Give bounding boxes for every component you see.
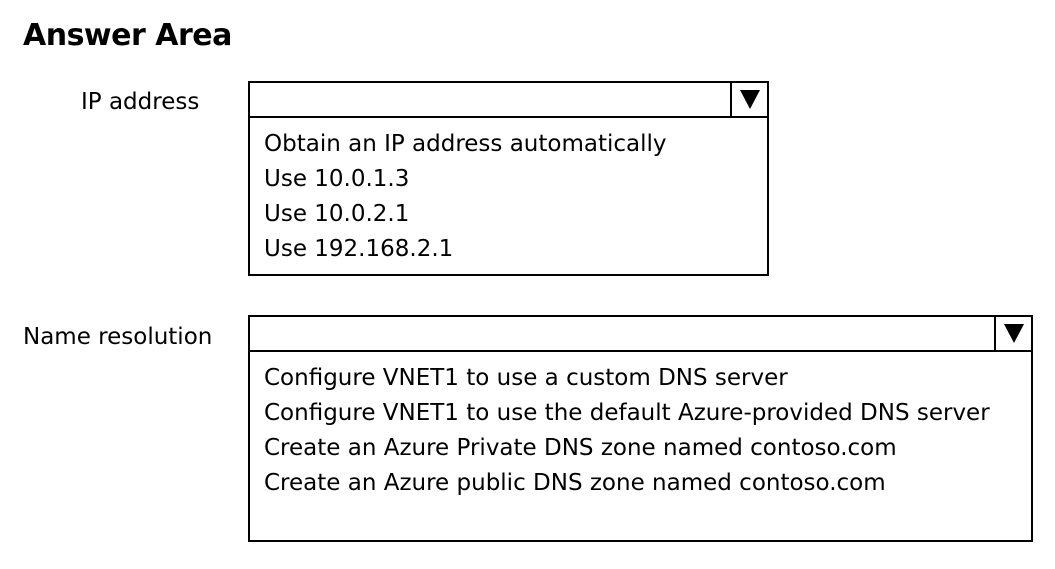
ip-address-select[interactable]: [250, 83, 767, 118]
ip-address-dropdown-toggle[interactable]: [730, 83, 767, 116]
triangle-down-icon: [739, 90, 760, 109]
answer-area-title: Answer Area: [23, 18, 232, 53]
ip-address-options-list: Obtain an IP address automatically Use 1…: [264, 127, 761, 267]
ip-address-option[interactable]: Obtain an IP address automatically: [264, 131, 667, 157]
name-resolution-options-list: Configure VNET1 to use a custom DNS serv…: [264, 361, 1025, 501]
ip-address-option[interactable]: Use 10.0.2.1: [264, 201, 410, 227]
triangle-down-icon: [1003, 324, 1024, 343]
name-resolution-option[interactable]: Create an Azure Private DNS zone named c…: [264, 435, 897, 461]
name-resolution-select[interactable]: [250, 317, 1031, 352]
name-resolution-option[interactable]: Create an Azure public DNS zone named co…: [264, 470, 886, 496]
name-resolution-dropdown-toggle[interactable]: [994, 317, 1031, 350]
ip-address-dropdown[interactable]: Obtain an IP address automatically Use 1…: [248, 81, 769, 276]
ip-address-label: IP address: [81, 89, 200, 115]
ip-address-option[interactable]: Use 10.0.1.3: [264, 166, 410, 192]
name-resolution-option[interactable]: Configure VNET1 to use the default Azure…: [264, 400, 990, 426]
ip-address-option[interactable]: Use 192.168.2.1: [264, 236, 454, 262]
name-resolution-option[interactable]: Configure VNET1 to use a custom DNS serv…: [264, 365, 788, 391]
name-resolution-label: Name resolution: [23, 324, 213, 350]
name-resolution-dropdown[interactable]: Configure VNET1 to use a custom DNS serv…: [248, 315, 1033, 542]
